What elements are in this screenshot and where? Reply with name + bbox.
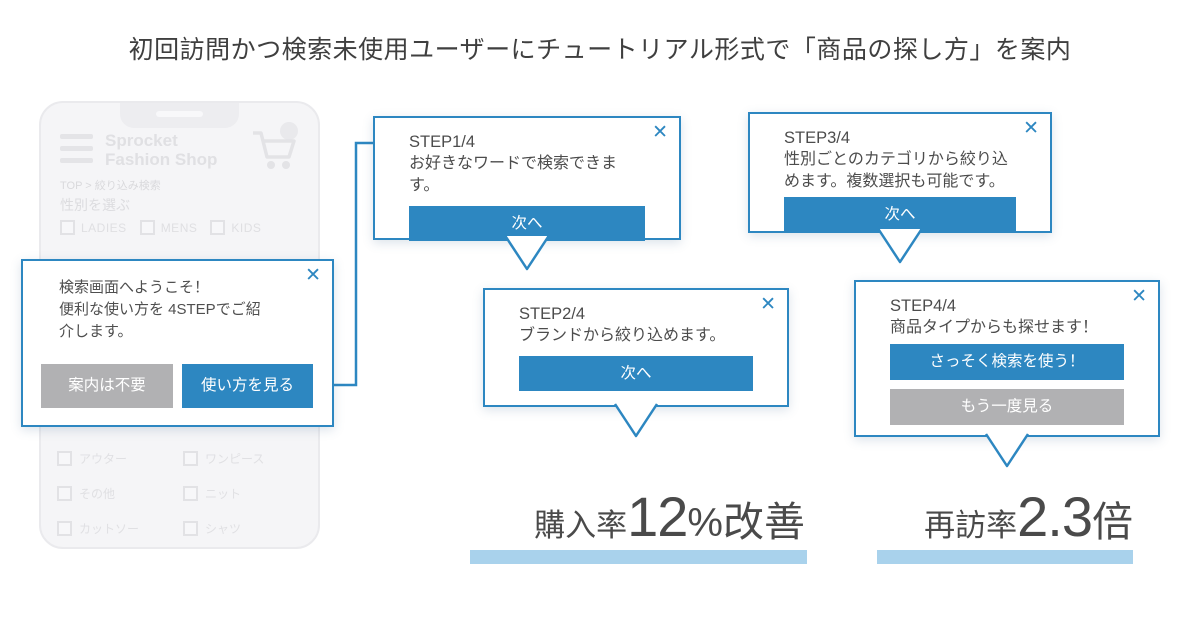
purchase-rate-metric: 購入率 12 % 改善 bbox=[534, 484, 805, 549]
revisit-rate-underline bbox=[877, 550, 1133, 564]
accept-tutorial-button[interactable]: 使い方を見る bbox=[182, 364, 313, 408]
category-row: アウター ワンピース bbox=[57, 450, 309, 467]
close-icon[interactable]: ✕ bbox=[652, 122, 668, 143]
step3-tooltip: ✕ STEP3/4 性別ごとのカテゴリから絞り込 めます。複数選択も可能です。 … bbox=[748, 112, 1052, 264]
checkbox-shirt: シャツ bbox=[183, 520, 309, 537]
checkbox-icon bbox=[57, 486, 72, 501]
cart-icon bbox=[253, 122, 298, 169]
cart-badge bbox=[280, 122, 298, 140]
shop-name-line2: Fashion Shop bbox=[105, 150, 218, 169]
revisit-rate-metric: 再訪率 2.3 倍 bbox=[924, 484, 1133, 549]
checkbox-icon bbox=[210, 220, 226, 235]
category-checkbox-grid: アウター ワンピース その他 ニット bbox=[57, 450, 309, 555]
step2-title: STEP2/4 bbox=[519, 305, 586, 323]
metric-value: 2.3 bbox=[1017, 485, 1093, 548]
metric-prefix: 再訪率 bbox=[924, 508, 1018, 543]
step3-body: 性別ごとのカテゴリから絞り込 めます。複数選択も可能です。 bbox=[784, 151, 1008, 190]
tooltip-tail bbox=[504, 236, 550, 271]
purchase-rate-underline bbox=[470, 550, 807, 564]
checkbox-icon bbox=[183, 486, 198, 501]
welcome-message: 検索画面へようこそ！ 便利な使い方を 4STEPでご紹 介します。 bbox=[59, 279, 261, 340]
step2-next-button[interactable]: 次へ bbox=[519, 356, 753, 391]
watch-again-button[interactable]: もう一度見る bbox=[890, 389, 1124, 425]
step1-title: STEP1/4 bbox=[409, 133, 476, 151]
checkbox-outer: アウター bbox=[57, 450, 183, 467]
checkbox-onepiece: ワンピース bbox=[183, 450, 309, 467]
close-icon[interactable]: ✕ bbox=[760, 294, 776, 315]
metric-value: 12 bbox=[627, 485, 688, 548]
metric-suffix: 倍 bbox=[1092, 499, 1133, 545]
tooltip-tail bbox=[877, 229, 923, 264]
shop-name-line1: Sprocket bbox=[105, 131, 178, 150]
decline-tutorial-button[interactable]: 案内は不要 bbox=[41, 364, 173, 408]
checkbox-icon bbox=[60, 220, 75, 235]
checkbox-mens: MENS bbox=[139, 220, 198, 235]
gender-checkbox-row: LADIES MENS KIDS bbox=[60, 220, 261, 235]
step4-body: 商品タイプからも探せます！ bbox=[890, 319, 1099, 336]
step4-title: STEP4/4 bbox=[890, 297, 957, 315]
checkbox-icon bbox=[57, 451, 72, 466]
step3-title: STEP3/4 bbox=[784, 129, 851, 147]
metric-unit: % bbox=[687, 501, 723, 545]
checkbox-icon bbox=[183, 521, 198, 536]
welcome-buttons: 案内は不要 使い方を見る bbox=[41, 364, 313, 408]
category-row: カットソー シャツ bbox=[57, 520, 309, 537]
close-icon[interactable]: ✕ bbox=[1131, 286, 1147, 307]
checkbox-ladies: LADIES bbox=[60, 220, 127, 235]
step2-tooltip: ✕ STEP2/4 ブランドから絞り込めます。 次へ bbox=[483, 288, 789, 438]
checkbox-kids: KIDS bbox=[210, 220, 261, 235]
checkbox-icon bbox=[57, 521, 72, 536]
page-title: 初回訪問かつ検索未使用ユーザーにチュートリアル形式で「商品の探し方」を案内 bbox=[128, 36, 1072, 64]
step1-body: お好きなワードで検索できます。 bbox=[409, 155, 618, 194]
checkbox-icon bbox=[139, 220, 155, 235]
use-search-button[interactable]: さっそく検索を使う！ bbox=[890, 344, 1124, 380]
hamburger-menu-icon bbox=[60, 134, 93, 170]
tooltip-tail bbox=[984, 433, 1030, 468]
phone-speaker bbox=[156, 111, 203, 117]
checkbox-icon bbox=[183, 451, 198, 466]
step1-tooltip: ✕ STEP1/4 お好きなワードで検索できます。 次へ bbox=[373, 116, 681, 271]
phone-notch bbox=[120, 103, 239, 128]
metric-suffix: 改善 bbox=[723, 499, 805, 545]
tooltip-tail bbox=[613, 403, 659, 438]
breadcrumb: TOP > 絞り込み検索 bbox=[60, 180, 161, 192]
step3-next-button[interactable]: 次へ bbox=[784, 197, 1016, 232]
checkbox-knit: ニット bbox=[183, 485, 309, 502]
close-icon[interactable]: ✕ bbox=[305, 265, 321, 286]
metric-prefix: 購入率 bbox=[534, 508, 628, 543]
shop-logo: Sprocket Fashion Shop bbox=[105, 131, 217, 169]
close-icon[interactable]: ✕ bbox=[1023, 118, 1039, 139]
section-label-gender: 性別を選ぶ bbox=[60, 197, 130, 213]
category-row: その他 ニット bbox=[57, 485, 309, 502]
step2-body: ブランドから絞り込めます。 bbox=[519, 327, 726, 344]
checkbox-cutsew: カットソー bbox=[57, 520, 183, 537]
welcome-popup: ✕ 検索画面へようこそ！ 便利な使い方を 4STEPでご紹 介します。 案内は不… bbox=[21, 259, 334, 427]
checkbox-other: その他 bbox=[57, 485, 183, 502]
step1-next-button[interactable]: 次へ bbox=[409, 206, 645, 241]
step4-tooltip: ✕ STEP4/4 商品タイプからも探せます！ さっそく検索を使う！ もう一度見… bbox=[854, 280, 1160, 468]
